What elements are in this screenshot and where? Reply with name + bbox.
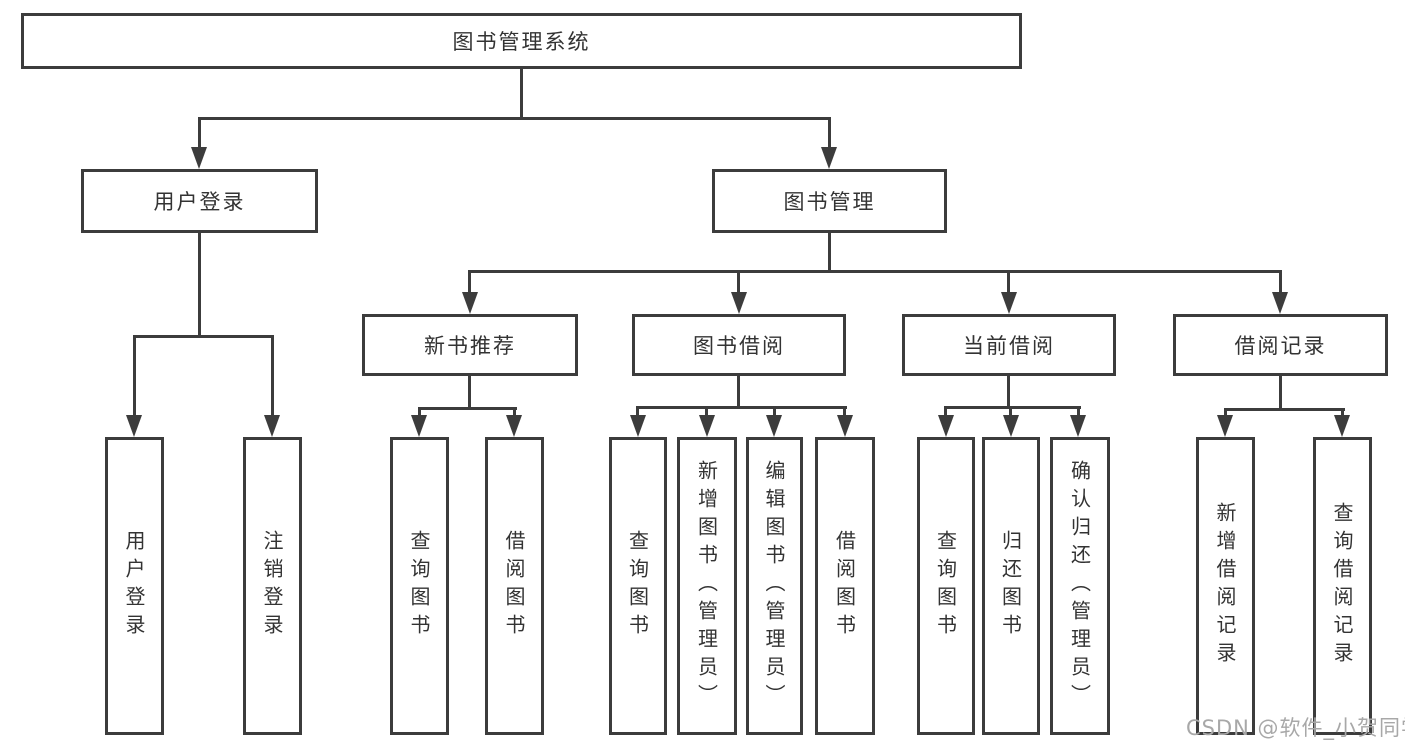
arrow-down-icon	[462, 292, 478, 314]
v-line	[843, 406, 846, 415]
v-line	[737, 270, 740, 292]
v-line	[1077, 406, 1080, 415]
v-line	[198, 233, 201, 335]
leaf-edit-books-admin: 编辑图书（管理员）	[746, 437, 803, 735]
leaf-return-books: 归还图书	[982, 437, 1040, 735]
arrow-down-icon	[837, 415, 853, 437]
v-line	[773, 406, 776, 415]
v-line	[1279, 270, 1282, 292]
v-line	[198, 117, 201, 147]
node-new-book-recommend: 新书推荐	[362, 314, 578, 376]
node-current-borrowing: 当前借阅	[902, 314, 1116, 376]
node-borrowing-records: 借阅记录	[1173, 314, 1388, 376]
h-line	[636, 406, 847, 409]
v-line	[705, 406, 708, 415]
v-line	[636, 406, 639, 415]
v-line	[133, 335, 136, 415]
arrow-down-icon	[1070, 415, 1086, 437]
h-line	[418, 407, 517, 410]
v-line	[468, 270, 471, 292]
arrow-down-icon	[699, 415, 715, 437]
h-line	[133, 335, 274, 338]
v-line	[828, 117, 831, 147]
v-line	[1341, 408, 1344, 415]
arrow-down-icon	[1272, 292, 1288, 314]
arrow-down-icon	[938, 415, 954, 437]
h-line	[468, 270, 1282, 273]
node-book-borrowing: 图书借阅	[632, 314, 846, 376]
arrow-down-icon	[766, 415, 782, 437]
v-line	[1279, 376, 1282, 408]
leaf-confirm-return-admin: 确认归还（管理员）	[1050, 437, 1110, 735]
arrow-down-icon	[126, 415, 142, 437]
arrow-down-icon	[411, 415, 427, 437]
arrow-down-icon	[1217, 415, 1233, 437]
h-line	[198, 117, 831, 120]
leaf-borrow-books-recommend: 借阅图书	[485, 437, 544, 735]
leaf-add-borrow-record: 新增借阅记录	[1196, 437, 1255, 735]
v-line	[1009, 406, 1012, 415]
v-line	[520, 69, 523, 117]
v-line	[1007, 376, 1010, 406]
arrow-down-icon	[1334, 415, 1350, 437]
h-line	[1224, 408, 1345, 411]
arrow-down-icon	[1003, 415, 1019, 437]
h-line	[944, 406, 1081, 409]
node-root-system: 图书管理系统	[21, 13, 1022, 69]
arrow-down-icon	[506, 415, 522, 437]
leaf-query-books-current: 查询图书	[917, 437, 975, 735]
v-line	[513, 407, 516, 415]
arrow-down-icon	[264, 415, 280, 437]
v-line	[418, 407, 421, 415]
node-book-management: 图书管理	[712, 169, 947, 233]
leaf-query-borrow-record: 查询借阅记录	[1313, 437, 1372, 735]
node-user-login: 用户登录	[81, 169, 318, 233]
leaf-add-books-admin: 新增图书（管理员）	[677, 437, 737, 735]
leaf-query-books-borrowing: 查询图书	[609, 437, 667, 735]
v-line	[737, 376, 740, 406]
arrow-down-icon	[821, 147, 837, 169]
arrow-down-icon	[191, 147, 207, 169]
v-line	[468, 376, 471, 407]
watermark: CSDN @软件_小贺同学	[1186, 716, 1405, 740]
v-line	[1007, 270, 1010, 292]
arrow-down-icon	[1001, 292, 1017, 314]
v-line	[944, 406, 947, 415]
v-line	[271, 335, 274, 415]
arrow-down-icon	[630, 415, 646, 437]
v-line	[1224, 408, 1227, 415]
leaf-user-login: 用户登录	[105, 437, 164, 735]
leaf-query-books-recommend: 查询图书	[390, 437, 449, 735]
arrow-down-icon	[731, 292, 747, 314]
leaf-borrow-books: 借阅图书	[815, 437, 875, 735]
leaf-logout: 注销登录	[243, 437, 302, 735]
v-line	[828, 233, 831, 270]
